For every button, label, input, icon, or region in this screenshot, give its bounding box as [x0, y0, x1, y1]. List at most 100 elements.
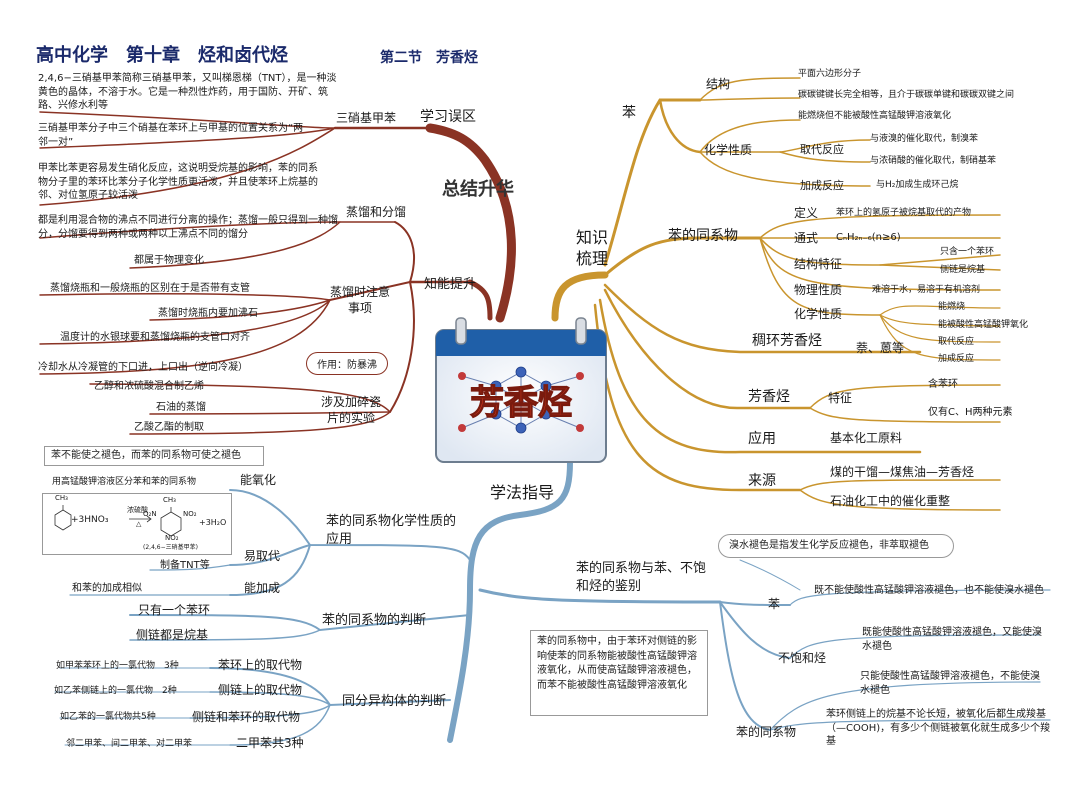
- homolog-formula-value: CₙH₂ₙ₋₆(n≥6): [836, 232, 901, 243]
- tnt-note-1: 2,4,6−三硝基甲苯简称三硝基甲苯，又叫梯恩梯（TNT），是一种淡黄色的晶体，…: [38, 73, 337, 111]
- homolog-application-label: 苯的同系物化学性质的应用: [326, 514, 457, 547]
- judge-item-1: 只有一个苯环: [138, 603, 211, 617]
- homolog-structure-label: 结构特征: [794, 257, 843, 271]
- section-title: 第二节 芳香烃: [380, 50, 478, 66]
- substitution-sub: 制备TNT等: [160, 560, 210, 571]
- source-1: 煤的干馏—煤焦油—芳香烃: [830, 465, 975, 479]
- distill-note-2: 蒸馏时烧瓶内要加沸石: [158, 308, 258, 319]
- distinguish-homolog-desc-2: 苯环侧链上的烷基不论长短，被氧化后都生成羧基（—COOH)，有多少个侧链被氧化就…: [826, 709, 1051, 747]
- addition-desc: 和苯的加成相似: [72, 583, 142, 594]
- homolog-definition-value: 苯环上的氢原子被烷基取代的产物: [836, 208, 972, 218]
- product-ch3: CH₃: [163, 496, 176, 504]
- addition-label: 能加成: [244, 581, 281, 595]
- experiment-3: 乙酸乙酯的制取: [134, 422, 204, 433]
- application-value: 基本化工原料: [830, 431, 903, 445]
- page-title: 高中化学 第十章 烃和卤代烃: [36, 45, 288, 66]
- isomer-xylene-label: 二甲苯共3种: [236, 736, 304, 750]
- benzene-substitution-label: 取代反应: [800, 143, 844, 156]
- center-label: 芳香烃: [470, 383, 572, 423]
- distinguish-benzene-label: 苯: [768, 597, 781, 611]
- benzene-sub-2: 与浓硝酸的催化取代，制硝基苯: [870, 156, 997, 166]
- benzene-structure-label: 结构: [706, 77, 731, 91]
- distill-desc: 都是利用混合物的沸点不同进行分离的操作；蒸馏一般只得到一种馏分，分馏要得到两种或…: [38, 215, 338, 240]
- benzene-sub-1: 与液溴的催化取代，制溴苯: [870, 134, 979, 144]
- distinguish-unsat-label: 不饱和烃: [778, 651, 827, 665]
- benzene-chem-label: 化学性质: [704, 143, 753, 157]
- distinguish-explain-box: 苯的同系物中，由于苯环对侧链的影响使苯的同系物能被酸性高锰酸钾溶液氧化，从而使高…: [530, 630, 708, 716]
- learning-pitfalls-label: 学习误区: [420, 109, 476, 125]
- right-main-label: 知识梳理: [576, 228, 609, 268]
- distinguish-benzene-desc: 既不能使酸性高锰酸钾溶液褪色，也不能使溴水褪色: [814, 585, 1044, 596]
- right-branch-lines: [551, 77, 1001, 511]
- fused-ring-label: 稠环芳香烃: [752, 333, 822, 349]
- benzene-structure-2: 碳碳键键长完全相等，且介于碳碳单键和碳碳双键之间: [798, 90, 1015, 100]
- homolog-chemical-1: 能燃烧: [938, 302, 966, 312]
- homolog-chemical-label: 化学性质: [794, 307, 843, 321]
- left-branch-lines: [39, 111, 516, 435]
- isomer-side-label: 侧链上的取代物: [218, 683, 303, 697]
- aromatic-feature-label: 特征: [828, 391, 853, 405]
- homolog-label: 苯的同系物: [668, 228, 738, 244]
- homolog-chemical-2: 能被酸性高锰酸钾氧化: [938, 320, 1029, 330]
- oxidation-label: 能氧化: [240, 473, 277, 487]
- oxidation-callout: 苯不能使之褪色，而苯的同系物可使之褪色: [44, 446, 264, 466]
- homolog-formula-label: 通式: [794, 231, 819, 245]
- tnt-note-3: 甲苯比苯更容易发生硝化反应，这说明受烷基的影响，苯的同系物分子里的苯环比苯分子化…: [38, 163, 318, 201]
- homolog-physical-value: 难溶于水，易溶于有机溶剂: [872, 285, 981, 295]
- fused-ring-value: 萘、蒽等: [856, 341, 905, 355]
- tnt-topic-label: 三硝基甲苯: [336, 111, 397, 125]
- aromatic-feature-1: 含苯环: [928, 379, 958, 390]
- experiment-1: 乙醇和浓硫酸混合制乙烯: [94, 381, 204, 392]
- experiment-2: 石油的蒸馏: [156, 402, 206, 413]
- distinguish-unsat-desc: 既能使酸性高锰酸钾溶液褪色，又能使溴水褪色: [862, 627, 1042, 652]
- isomer-xylene-example: 邻二甲苯、间二甲苯、对二甲苯: [66, 739, 193, 749]
- source-label: 来源: [748, 473, 776, 489]
- isomer-label: 同分异构体的判断: [342, 694, 447, 709]
- isomer-both-label: 侧链和苯环的取代物: [192, 710, 301, 724]
- bottom-branch-lines: [54, 459, 1051, 746]
- benzene-addition-label: 加成反应: [800, 179, 844, 192]
- substitution-label: 易取代: [244, 549, 281, 563]
- anti-bumping-bubble: 作用：防暴沸: [306, 352, 388, 375]
- tnt-note-2: 三硝基甲苯分子中三个硝基在苯环上与甲基的位置关系为“两邻一对”: [38, 123, 304, 148]
- product-water: +3H₂O: [199, 518, 227, 527]
- product-no2-right: NO₂: [183, 510, 197, 518]
- reactant-ch3: CH₃: [55, 494, 68, 502]
- distill-notes-label: 蒸馏时注意事项: [330, 285, 391, 316]
- bromine-note-bubble: 溴水褪色是指发生化学反应褪色，非萃取褪色: [718, 534, 954, 558]
- reaction-heat: △: [136, 520, 142, 528]
- aromatic-feature-2: 仅有C、H两种元素: [928, 407, 1013, 418]
- homolog-chemical-4: 加成反应: [938, 354, 975, 364]
- isomer-ring-example: 如甲苯苯环上的一氯代物 3种: [56, 661, 179, 671]
- center-calendar: 芳香烃: [435, 317, 607, 463]
- bottom-main-label: 学法指导: [490, 483, 555, 502]
- distinguish-homolog-desc-1: 只能使酸性高锰酸钾溶液褪色，不能使溴水褪色: [860, 671, 1040, 696]
- tnt-reaction-box: CH₃ +3HNO₃ 浓硫酸 △ CH₃ O₂N NO₂ NO₂ +3H₂O (…: [42, 493, 232, 555]
- tnt-reaction-diagram: [54, 505, 182, 537]
- left-main-label: 总结升华: [442, 179, 514, 200]
- benzene-label: 苯: [622, 105, 636, 121]
- product-name: (2,4,6−三硝基甲苯): [143, 544, 198, 551]
- reaction-condition: 浓硫酸: [127, 506, 148, 514]
- distill-note-3: 温度计的水银球要和蒸馏烧瓶的支管口对齐: [60, 332, 250, 343]
- isomer-ring-label: 苯环上的取代物: [218, 658, 303, 672]
- oxidation-desc: 用高锰酸钾溶液区分苯和苯的同系物: [52, 477, 197, 487]
- application-label: 应用: [748, 431, 776, 447]
- distinguish-homolog-label: 苯的同系物: [736, 725, 797, 739]
- physical-change-note: 都属于物理变化: [134, 255, 204, 266]
- product-no2-bottom: NO₂: [165, 534, 179, 542]
- distill-fractionate-label: 蒸馏和分馏: [346, 205, 407, 219]
- homolog-definition-label: 定义: [794, 206, 819, 220]
- aromatic-label: 芳香烃: [748, 389, 790, 405]
- distill-note-4: 冷却水从冷凝管的下口进，上口出（逆向冷凝）: [38, 362, 248, 373]
- benzene-burn: 能燃烧但不能被酸性高锰酸钾溶液氧化: [798, 111, 952, 121]
- homolog-structure-2: 侧链是烷基: [940, 265, 986, 275]
- product-no2-left: O₂N: [143, 510, 157, 518]
- benzene-addition-item: 与H₂加成生成环己烷: [876, 180, 959, 190]
- homolog-chemical-3: 取代反应: [938, 337, 975, 347]
- isomer-both-example: 如乙苯的一氯代物共5种: [60, 712, 156, 722]
- source-2: 石油化工中的催化重整: [830, 494, 951, 508]
- distill-note-1: 蒸馏烧瓶和一般烧瓶的区别在于是否带有支管: [50, 283, 250, 294]
- skill-improvement-label: 知能提升: [424, 277, 477, 292]
